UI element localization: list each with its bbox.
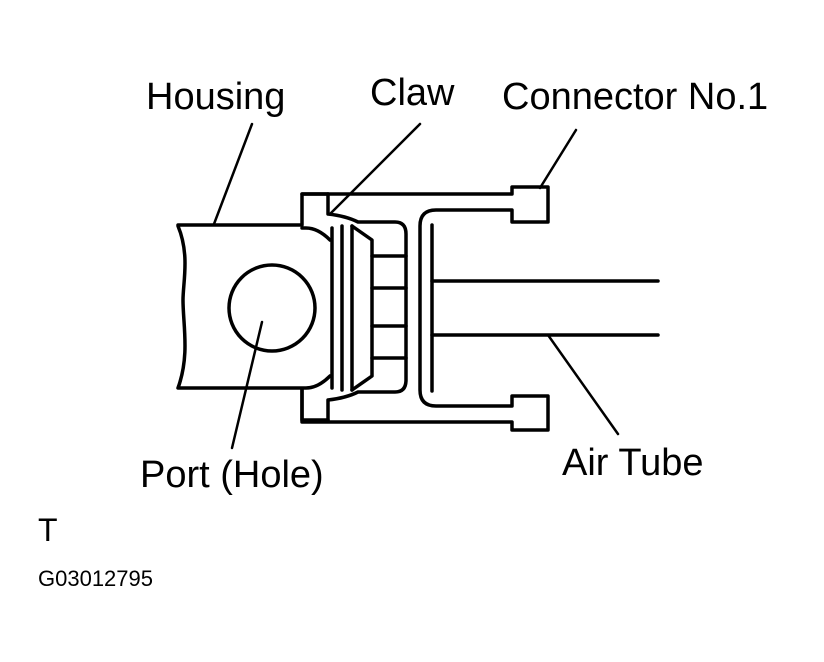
connector-leader xyxy=(538,128,578,190)
footer-marker: T xyxy=(38,512,58,548)
figure-code: G03012795 xyxy=(38,566,153,591)
air-tube-leader xyxy=(546,333,620,436)
housing-leader xyxy=(212,122,254,226)
air-tube-label: Air Tube xyxy=(562,442,704,484)
leader-lines xyxy=(212,122,620,450)
housing-label: Housing xyxy=(146,76,286,118)
connector-insert xyxy=(330,224,408,392)
connector-frame xyxy=(300,185,550,432)
port-hole xyxy=(227,263,317,353)
port-label: Port (Hole) xyxy=(140,454,324,496)
claw-label: Claw xyxy=(370,72,455,114)
port-leader xyxy=(230,320,264,450)
connector-label: Connector No.1 xyxy=(502,76,769,118)
claw-top xyxy=(326,192,408,422)
claw-leader xyxy=(328,122,422,216)
air-tube xyxy=(430,279,660,337)
housing-body xyxy=(176,192,332,422)
